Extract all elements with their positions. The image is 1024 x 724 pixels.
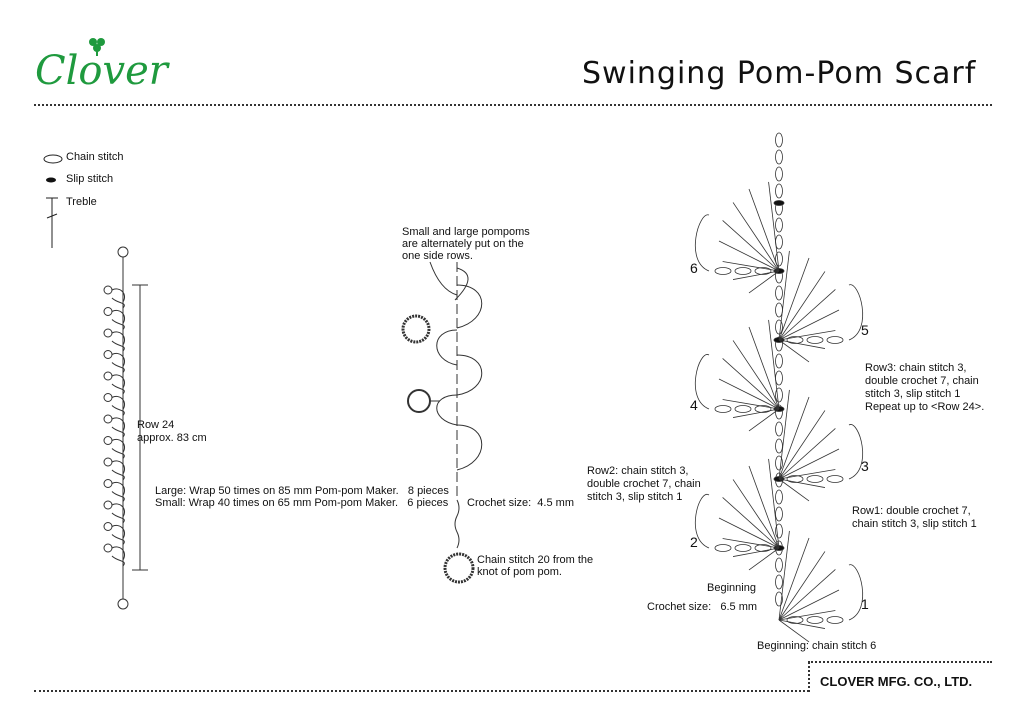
pompom-diagram xyxy=(401,261,483,584)
row3-text-1: Row3: chain stitch 3, xyxy=(865,362,967,374)
crochet-chart xyxy=(694,132,864,643)
row-number-6: 6 xyxy=(690,260,698,276)
top-divider xyxy=(34,104,992,106)
small-pompom-note: Small: Wrap 40 times on 65 mm Pom-pom Ma… xyxy=(155,497,449,509)
slip-stitch-icon xyxy=(46,177,56,183)
row-number-2: 2 xyxy=(690,534,698,550)
pompom-crochet-size: Crochet size: 4.5 mm xyxy=(467,497,574,509)
row-number-4: 4 xyxy=(690,397,698,413)
row3-text-2: double crochet 7, chain xyxy=(865,375,979,387)
row1-text-2: chain stitch 3, slip stitch 1 xyxy=(852,518,977,530)
pompom-note-2: are alternately put on the xyxy=(402,238,524,250)
logo-text: Clover xyxy=(35,48,171,90)
legend-slip-label: Slip stitch xyxy=(66,173,114,185)
treble-icon xyxy=(46,197,58,248)
row-number-3: 3 xyxy=(861,458,869,474)
row-number-1: 1 xyxy=(861,596,869,612)
chart-crochet-size: Crochet size: 6.5 mm xyxy=(647,601,758,613)
row3-text-4: Repeat up to <Row 24>. xyxy=(865,401,985,413)
clover-logo: Clover xyxy=(35,38,171,90)
bottom-divider xyxy=(34,690,809,692)
scarf-diagram xyxy=(103,246,148,610)
row-number-5: 5 xyxy=(861,322,869,338)
row3-text-3: stitch 3, slip stitch 1 xyxy=(865,388,961,400)
row-label: Row 24 xyxy=(137,419,175,431)
page-title: Swinging Pom-Pom Scarf xyxy=(582,56,977,91)
large-pompom-note: Large: Wrap 50 times on 85 mm Pom-pom Ma… xyxy=(155,485,449,497)
footer-top-divider xyxy=(808,661,992,663)
pompom-note-1: Small and large pompoms xyxy=(402,226,530,238)
chain-stitch-icon xyxy=(43,154,63,164)
beginning-chain-label: Beginning: chain stitch 6 xyxy=(757,640,877,652)
row1-text-1: Row1: double crochet 7, xyxy=(852,505,971,517)
chain-note-2: knot of pom pom. xyxy=(477,566,562,578)
footer-divider xyxy=(808,662,810,692)
beginning-label: Beginning xyxy=(707,582,756,594)
length-label: approx. 83 cm xyxy=(137,432,207,444)
chain-note-1: Chain stitch 20 from the xyxy=(477,554,594,566)
row2-text-1: Row2: chain stitch 3, xyxy=(587,465,689,477)
pompom-note-3: one side rows. xyxy=(402,250,473,262)
legend-chain-label: Chain stitch xyxy=(66,151,124,163)
row2-text-2: double crochet 7, chain xyxy=(587,478,701,490)
row2-text-3: stitch 3, slip stitch 1 xyxy=(587,491,683,503)
legend-treble-label: Treble xyxy=(66,196,97,208)
company-name: CLOVER MFG. CO., LTD. xyxy=(820,674,973,689)
